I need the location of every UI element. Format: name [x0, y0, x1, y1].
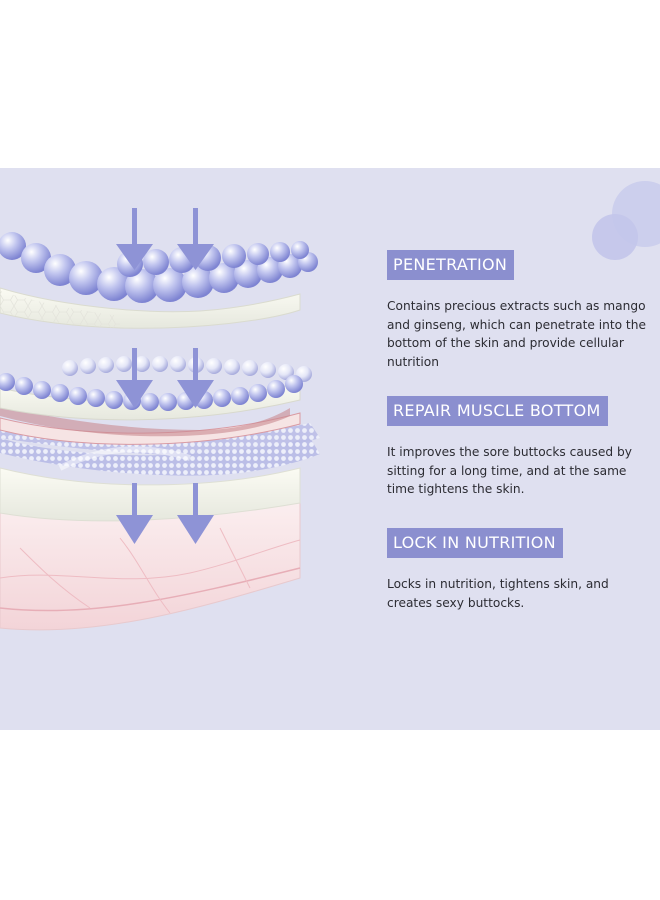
skin-layer: [0, 467, 301, 631]
repair-title: REPAIR MUSCLE BOTTOM: [387, 396, 608, 426]
membrane-layer: [0, 406, 301, 445]
lock-description: Locks in nutrition, tightens skin, and c…: [387, 577, 609, 610]
penetration-description: Contains precious extracts such as mango…: [387, 299, 646, 369]
top-bead-layer: [0, 232, 318, 329]
down-arrow-icon: [116, 208, 214, 544]
repair-section: REPAIR MUSCLE BOTTOM It improves the sor…: [387, 396, 652, 499]
lock-title: LOCK IN NUTRITION: [387, 528, 563, 558]
skin-layers-illustration: [0, 208, 320, 631]
repair-description: It improves the sore buttocks caused by …: [387, 445, 632, 496]
penetration-title: PENETRATION: [387, 250, 515, 280]
penetration-section: PENETRATION Contains precious extracts s…: [387, 250, 652, 371]
decorative-circle-small: [592, 214, 638, 260]
info-panel: PENETRATION Contains precious extracts s…: [0, 168, 660, 730]
lock-section: LOCK IN NUTRITION Locks in nutrition, ti…: [387, 528, 652, 612]
middle-bead-layer: [0, 356, 312, 421]
